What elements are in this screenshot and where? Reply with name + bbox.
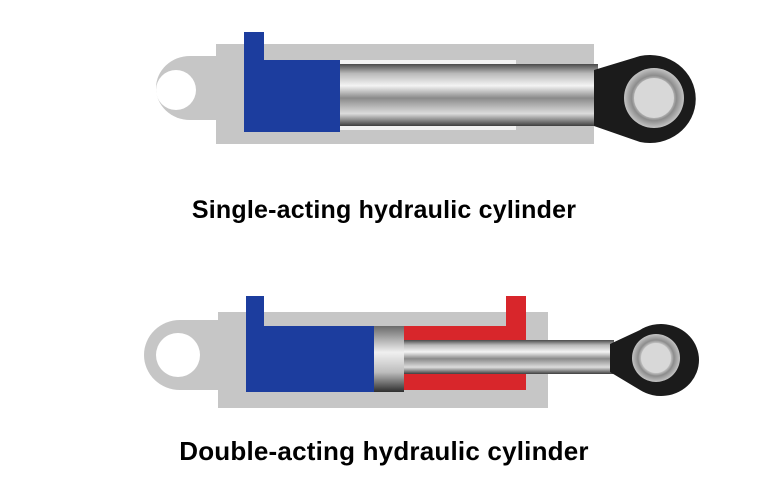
piston-seal bbox=[374, 326, 404, 392]
eye-hole bbox=[641, 343, 671, 373]
double-acting-cylinder bbox=[144, 296, 700, 408]
mount-hole bbox=[156, 70, 196, 110]
caption-single-acting: Single-acting hydraulic cylinder bbox=[191, 196, 577, 224]
piston-rod bbox=[404, 340, 614, 374]
eye-hole bbox=[634, 78, 674, 118]
single-acting-cylinder bbox=[156, 32, 696, 144]
mount-hole bbox=[156, 333, 200, 377]
piston-rod bbox=[340, 64, 598, 126]
caption-double-acting: Double-acting hydraulic cylinder bbox=[179, 436, 589, 466]
piston bbox=[244, 32, 340, 132]
piston bbox=[246, 296, 376, 392]
